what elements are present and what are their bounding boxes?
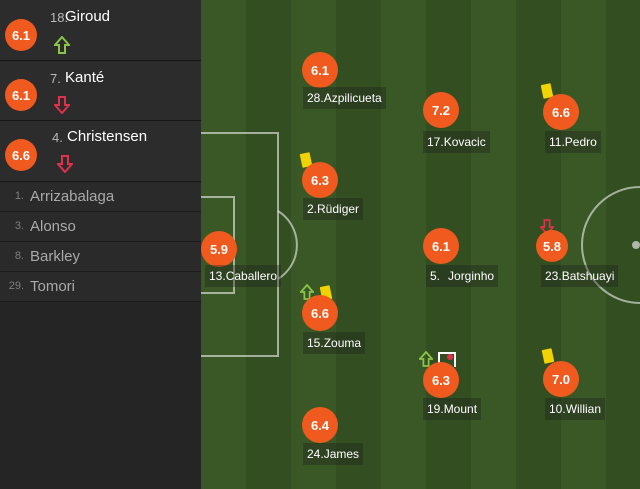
player-label[interactable]: 11.Pedro [545, 131, 601, 153]
player-name: Christensen [67, 128, 148, 145]
substitute-row[interactable]: 6.1 18. Giroud [0, 0, 201, 61]
player-number: 23. [545, 269, 562, 283]
player-number: 2. [307, 202, 318, 216]
player-number: 1. [14, 190, 24, 202]
player-name: Tomori [30, 278, 76, 295]
player-number: 17. [427, 135, 444, 149]
player-name: Rüdiger [317, 202, 360, 216]
player-label[interactable]: 2.Rüdiger [303, 198, 364, 220]
sub-on-arrow-icon [54, 36, 70, 54]
player-number: 8. [14, 250, 24, 262]
player-label[interactable]: 17.Kovacic [423, 131, 490, 153]
rating-badge: 7.2 [423, 92, 459, 128]
pitch: 5.9 13.Caballero 6.1 28.Azpilicueta 6.3 … [201, 0, 640, 489]
player-name: Jorginho [448, 269, 495, 283]
pitch-markings [201, 132, 640, 357]
player-name: Willian [565, 402, 602, 416]
sub-off-arrow-icon [54, 96, 70, 114]
player-label[interactable]: 28.Azpilicueta [303, 87, 386, 109]
player-label[interactable]: 24.James [303, 443, 364, 465]
player-name: Zouma [323, 336, 362, 350]
player-name: Alonso [30, 218, 76, 235]
rating-badge: 6.6 [543, 94, 579, 130]
player-label[interactable]: 19.Mount [423, 398, 482, 420]
bench-row[interactable]: 8. Barkley [0, 242, 201, 272]
player-number: 29. [8, 280, 24, 292]
rating-badge: 6.3 [423, 362, 459, 398]
player-number: 10. [549, 402, 566, 416]
player-number: 3. [14, 220, 24, 232]
substitutes-panel: 6.1 18. Giroud 6.1 7. Kanté 6.6 4. Chris… [0, 0, 201, 489]
player-number: 19. [427, 402, 444, 416]
player-number: 13. [209, 269, 226, 283]
bench-row[interactable]: 3. Alonso [0, 212, 201, 242]
player-name: James [323, 447, 360, 461]
rating-badge: 6.6 [5, 139, 37, 171]
rating-badge: 6.1 [423, 228, 459, 264]
substitute-row[interactable]: 6.6 4. Christensen [0, 121, 201, 182]
player-label[interactable]: 10.Willian [545, 398, 606, 420]
player-name: Caballero [225, 269, 278, 283]
sub-on-arrow-icon [419, 351, 433, 367]
player-name: Arrizabalaga [30, 188, 115, 205]
player-label[interactable]: 5. Jorginho [426, 265, 499, 287]
player-number: 7. [50, 71, 61, 86]
substitute-row[interactable]: 6.1 7. Kanté [0, 61, 201, 121]
sub-off-arrow-icon [540, 219, 554, 235]
player-label[interactable]: 13.Caballero [205, 265, 282, 287]
rating-badge: 6.4 [302, 407, 338, 443]
rating-badge: 6.3 [302, 162, 338, 198]
player-name: Azpilicueta [323, 91, 382, 105]
bench-row[interactable]: 29. Tomori [0, 272, 201, 302]
player-number: 4. [52, 130, 63, 145]
player-name: Kovacic [443, 135, 486, 149]
player-name: Mount [443, 402, 478, 416]
rating-badge: 6.6 [302, 295, 338, 331]
rating-badge: 6.1 [5, 79, 37, 111]
player-name: Giroud [65, 8, 111, 25]
player-name: Batshuayi [561, 269, 615, 283]
player-number: 5. [430, 269, 441, 283]
player-number: 24. [307, 447, 324, 461]
player-number: 28. [307, 91, 324, 105]
player-label[interactable]: 23.Batshuayi [541, 265, 619, 287]
player-number: 11. [549, 135, 565, 149]
rating-badge: 6.1 [5, 19, 37, 51]
player-name: Pedro [564, 135, 597, 149]
player-number: 15. [307, 336, 324, 350]
bench-row[interactable]: 1. Arrizabalaga [0, 182, 201, 212]
player-label[interactable]: 15.Zouma [303, 332, 366, 354]
player-name: Barkley [30, 248, 81, 265]
goal-icon [438, 352, 456, 367]
rating-badge: 7.0 [543, 361, 579, 397]
rating-badge: 5.9 [201, 231, 237, 267]
player-number: 18. [50, 10, 69, 25]
rating-badge: 5.8 [536, 230, 568, 262]
rating-badge: 6.1 [302, 52, 338, 88]
sub-off-arrow-icon [57, 155, 73, 173]
player-name: Kanté [65, 69, 105, 86]
